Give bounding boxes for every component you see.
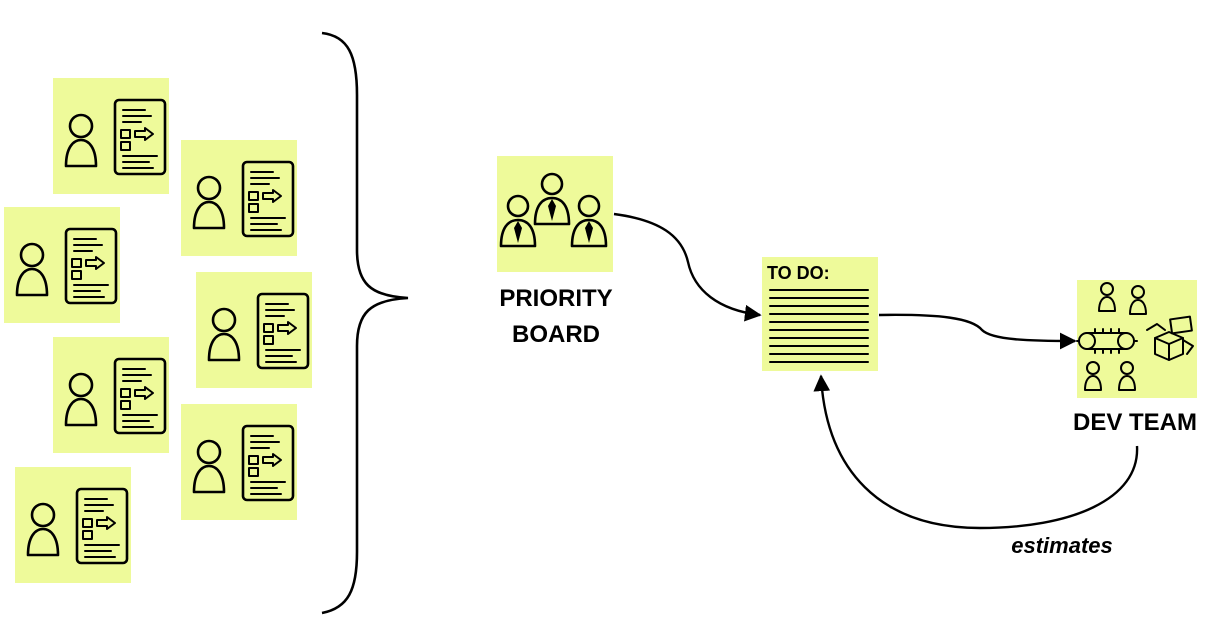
backlog-notes bbox=[4, 78, 312, 583]
curly-brace bbox=[321, 31, 409, 615]
story-note bbox=[53, 78, 169, 194]
todo-title: TO DO: bbox=[767, 263, 830, 283]
story-note bbox=[181, 140, 297, 256]
dev-team-label: DEV TEAM bbox=[1073, 409, 1197, 436]
story-note bbox=[15, 467, 131, 583]
arrow-icon bbox=[613, 212, 762, 322]
arrow-icon bbox=[878, 313, 1077, 350]
story-note bbox=[53, 337, 169, 453]
priority-board-note bbox=[497, 156, 613, 272]
story-note bbox=[181, 404, 297, 520]
todo-note: TO DO: bbox=[762, 257, 878, 371]
team-conveyor-boxes-icon bbox=[1076, 282, 1194, 391]
text-lines-icon bbox=[769, 289, 869, 363]
arrow-icon bbox=[813, 374, 1139, 530]
priority-label-line1: PRIORITY bbox=[499, 285, 612, 312]
story-note bbox=[196, 272, 312, 388]
priority-label-line2: BOARD bbox=[512, 321, 600, 348]
dev-team-note bbox=[1076, 280, 1197, 398]
estimates-label: estimates bbox=[1011, 533, 1113, 558]
story-note bbox=[4, 207, 120, 323]
